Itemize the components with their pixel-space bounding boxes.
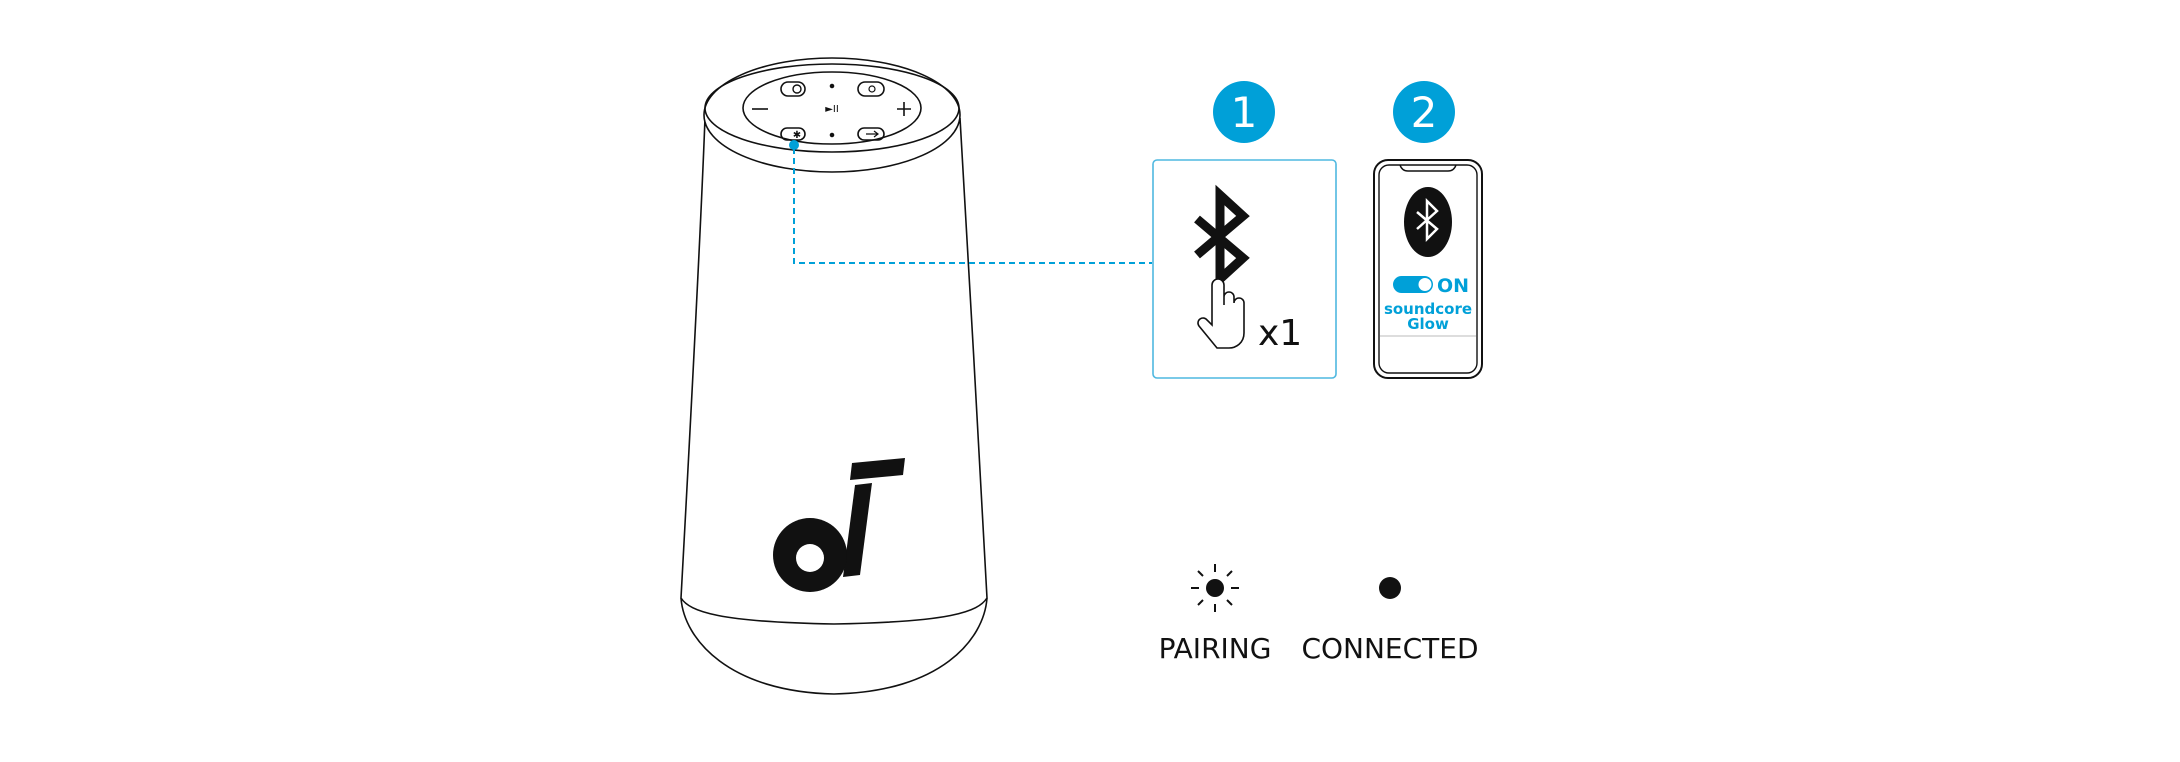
device-name-line2[interactable]: Glow [1407,315,1449,333]
phone-screen [1378,164,1478,374]
toggle-label: ON [1437,275,1469,297]
toggle-knob [1418,278,1432,291]
pairing-label: PAIRING [1159,632,1272,665]
press-count: x1 [1258,313,1302,354]
partycast-icon [866,130,879,138]
phone-illustration: ON soundcore Glow [1373,159,1483,379]
bluetooth-button[interactable] [780,127,806,141]
indicator-dot [829,132,835,138]
speaker-base [680,597,988,695]
speaker-body [680,117,988,625]
control-panel [742,71,922,145]
step-1-panel [1152,159,1337,379]
speaker-top-rim [704,63,960,153]
bluetooth-icon: ✱ [793,130,801,141]
soundcore-logo [773,458,905,592]
connector-dot [789,140,799,150]
speaker-illustration: ►II ✱ [680,57,988,695]
partycast-button[interactable] [857,127,885,141]
step-1-badge [1213,81,1275,143]
connected-light-icon [1379,577,1401,599]
power-button[interactable] [780,81,806,97]
indicator-dot [829,83,835,89]
phone-body [1373,159,1483,379]
bluetooth-symbol [1194,184,1250,290]
speaker-top-outer [703,57,961,173]
pairing-light-icon [1191,564,1239,612]
device-name-line1[interactable]: soundcore [1384,300,1472,318]
phone-notch [1399,164,1457,172]
bluetooth-app-glyph [1416,197,1439,243]
light-icon [868,85,876,93]
power-icon [792,84,802,94]
step-2-badge [1393,81,1455,143]
step-1-number: 1 [1231,88,1258,137]
connected-label: CONNECTED [1301,632,1478,665]
volume-up-icon[interactable] [897,102,911,116]
light-button[interactable] [857,81,885,97]
hand-press-icon [1197,278,1245,349]
play-pause-button[interactable]: ►II [825,104,839,115]
step-2-number: 2 [1411,88,1438,137]
dashed-connector [793,148,1152,264]
